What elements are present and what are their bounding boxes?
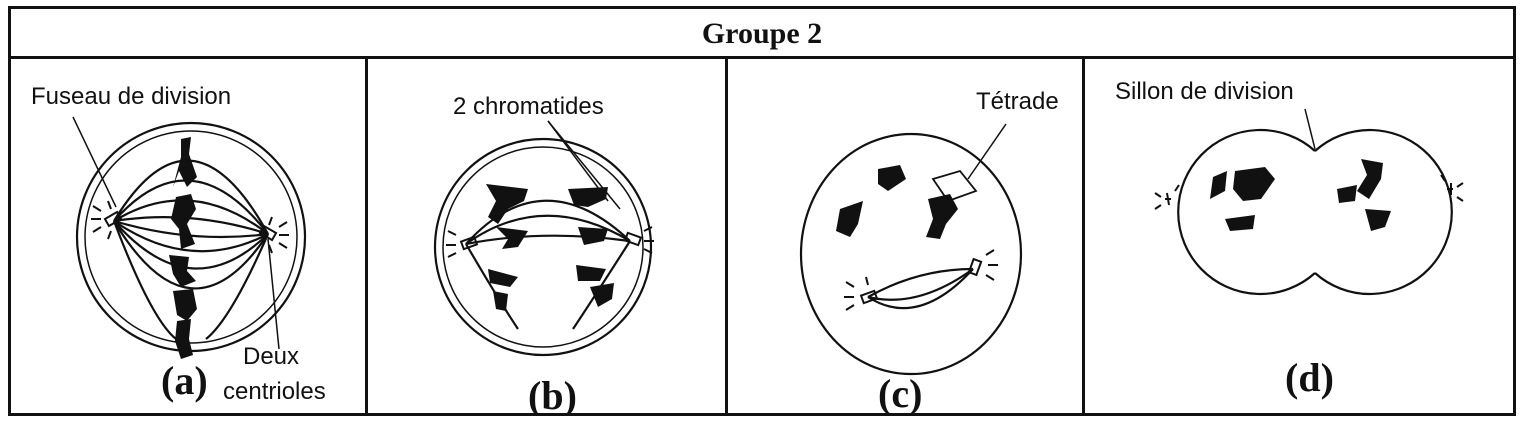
label-centrioles-line1: Deux — [243, 343, 299, 370]
panel-c: Tétrade (c) — [728, 59, 1085, 413]
panel-d-drawing: Sillon de division (d) — [1115, 78, 1464, 400]
centrioles — [844, 249, 998, 311]
figure-title: Groupe 2 — [701, 17, 823, 50]
centrioles — [91, 200, 289, 254]
panel-a-drawing: Fuseau de division Deux centrioles (a) — [31, 83, 326, 405]
panel-b: 2 chromatides (b) — [368, 59, 728, 413]
cell-membrane — [799, 132, 1023, 376]
panel-d-tag: (d) — [1285, 355, 1334, 400]
panel-d: Sillon de division (d) — [1085, 59, 1513, 413]
panel-a-tag: (a) — [161, 358, 208, 403]
label-tetrad: Tétrade — [976, 88, 1059, 115]
chromosomes — [169, 137, 197, 359]
panel-b-drawing: 2 chromatides (b) — [433, 93, 654, 413]
panel-c-drawing: Tétrade (c) — [799, 88, 1059, 413]
label-centrioles-line2: centrioles — [223, 378, 326, 405]
daughter-cell-left — [1177, 128, 1316, 296]
figure-frame: Groupe 2 — [8, 6, 1516, 416]
label-chromatids: 2 chromatides — [453, 93, 604, 120]
daughter-cell-right — [1314, 128, 1453, 296]
dividing-cell — [1177, 108, 1453, 296]
label-spindle: Fuseau de division — [31, 83, 231, 110]
figure-header: Groupe 2 — [11, 9, 1513, 59]
chromosomes — [836, 165, 958, 239]
centrioles — [446, 226, 654, 258]
panel-a: Fuseau de division Deux centrioles (a) — [11, 59, 368, 413]
centrioles — [1154, 174, 1464, 210]
chromosomes — [1210, 159, 1391, 231]
cell-membrane — [433, 137, 653, 357]
label-furrow: Sillon de division — [1115, 78, 1294, 105]
panel-b-tag: (b) — [528, 373, 577, 413]
chromosomes — [486, 184, 614, 311]
panel-c-tag: (c) — [878, 371, 922, 413]
